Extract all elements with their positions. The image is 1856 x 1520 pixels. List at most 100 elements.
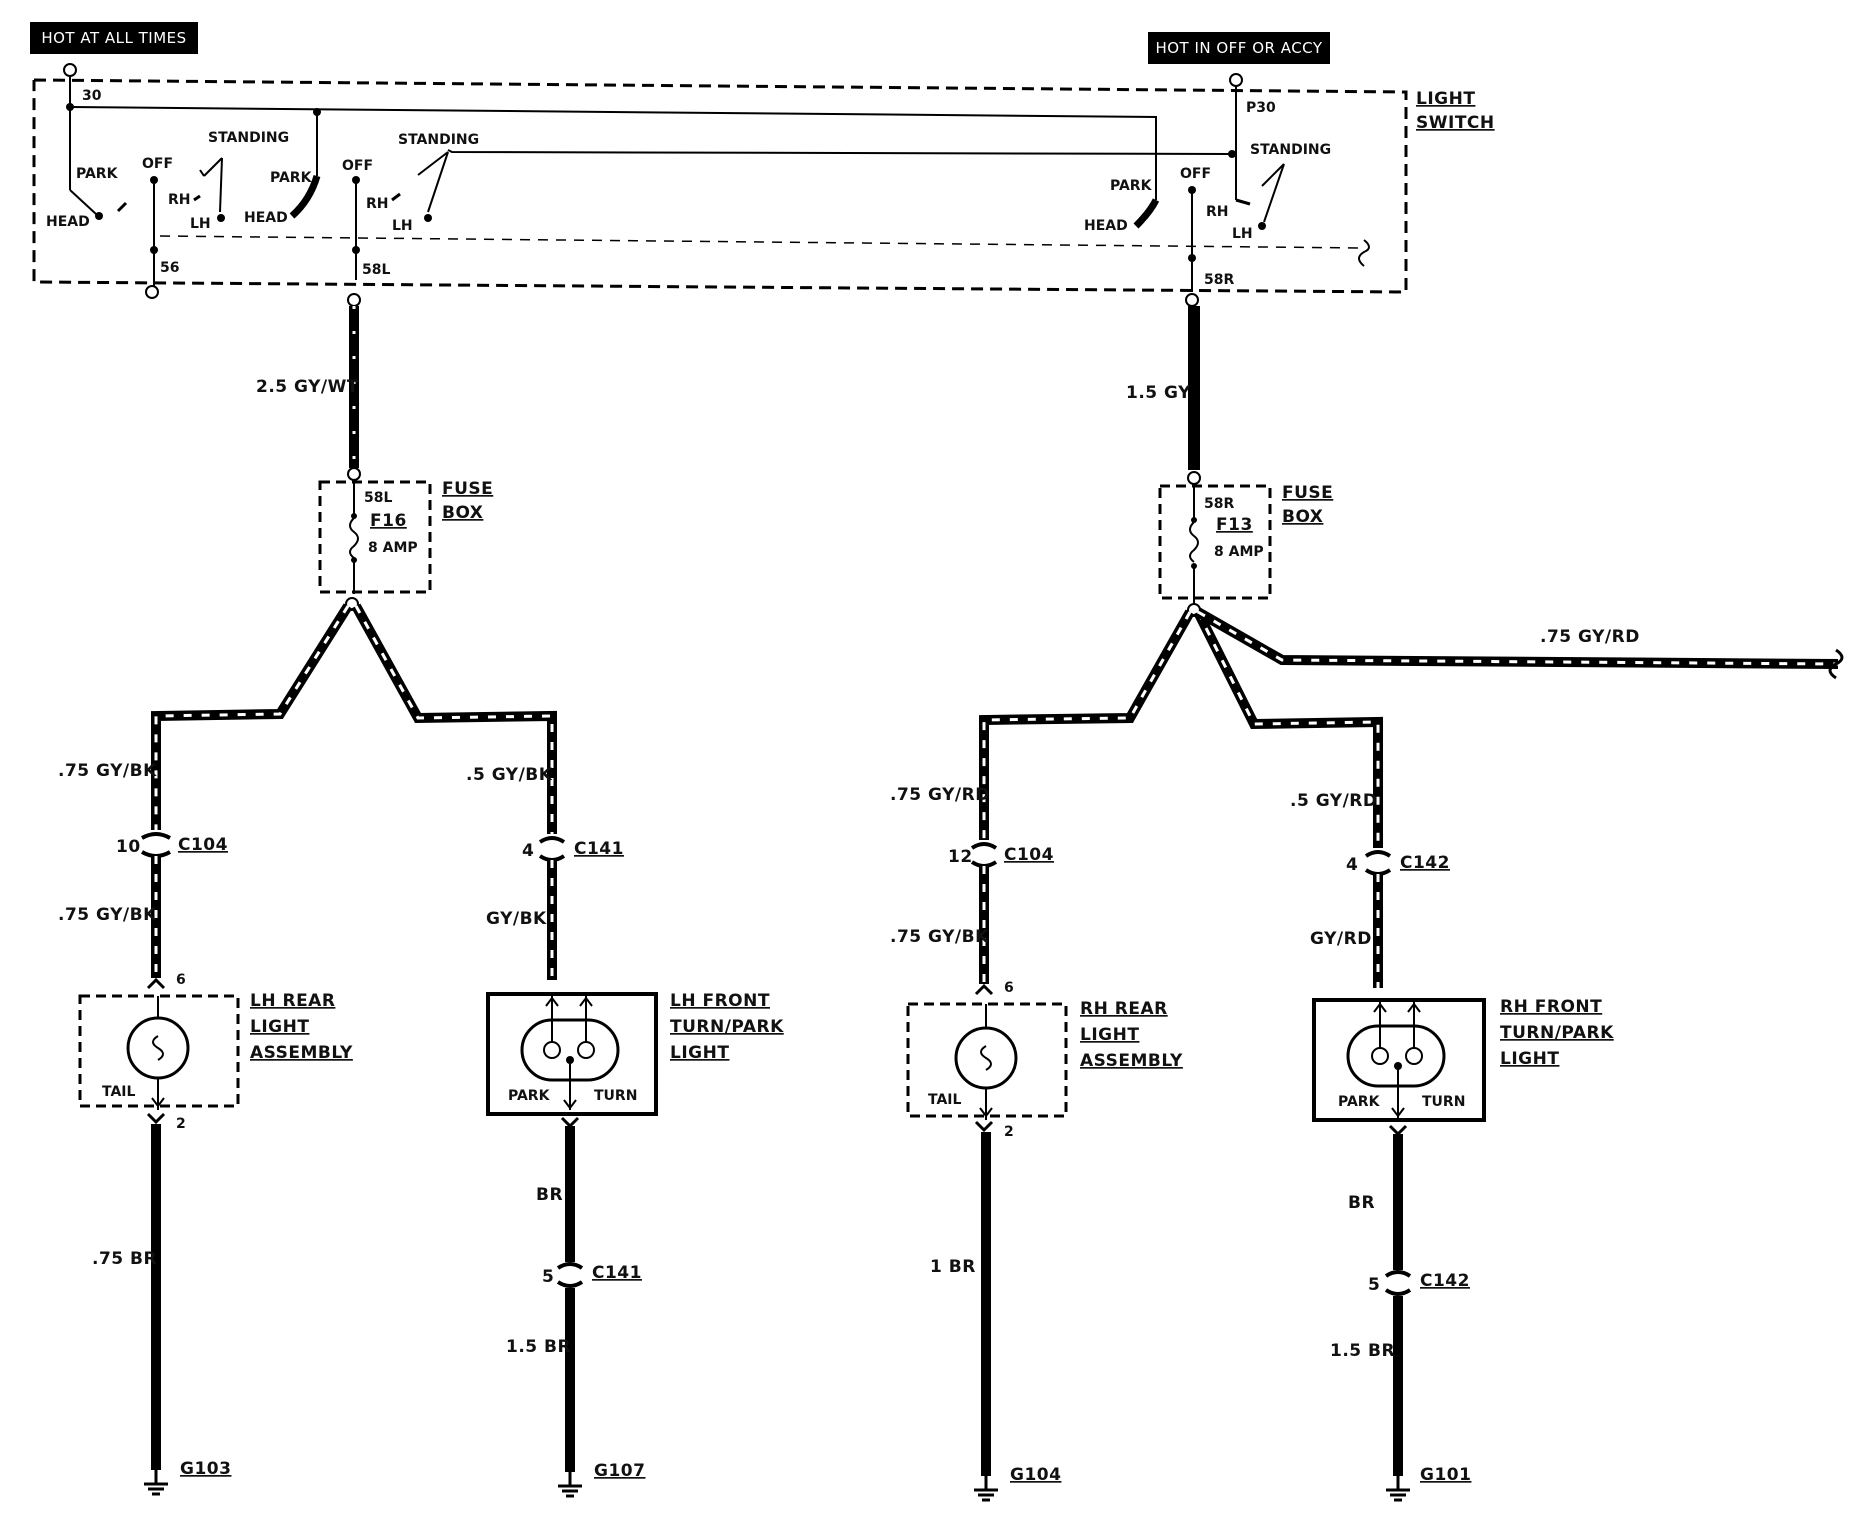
lh-front-branch: .5 GY/BK 4 C141 GY/BK PARK TURN LH FRONT…: [466, 765, 784, 1498]
rh-front-conn2-pin: 5: [1368, 1275, 1380, 1295]
lh-front-title1: LH FRONT: [670, 991, 770, 1011]
light-switch-title-line2: SWITCH: [1416, 113, 1495, 133]
hot-at-all-times-label: HOT AT ALL TIMES: [41, 29, 186, 47]
sw2-head-label: HEAD: [244, 210, 288, 226]
term-30-label: 30: [82, 88, 102, 104]
left-branch-wires: [151, 603, 557, 834]
lh-front-conn-label: C141: [574, 839, 624, 859]
rh-front-conn-label: C142: [1400, 853, 1450, 873]
bus-line-top: [69, 106, 1157, 200]
hot-in-off-or-accy-label: HOT IN OFF OR ACCY: [1155, 39, 1322, 57]
lh-front-ground-wire-label: 1.5 BR: [506, 1337, 571, 1357]
right-fuse-name: F13: [1216, 515, 1253, 535]
rh-rear-conn-label: C104: [1004, 845, 1054, 865]
hot-at-all-times-banner: HOT AT ALL TIMES: [30, 22, 198, 54]
term-p30-label: P30: [1246, 100, 1276, 116]
rh-front-ground-wire-label: 1.5 BR: [1330, 1341, 1395, 1361]
sw3-park-label: PARK: [1110, 178, 1153, 194]
lh-rear-wire-mid-label: .75 GY/BK: [58, 905, 157, 925]
sw2-lh-label: LH: [392, 218, 413, 234]
sw1-rh-label: RH: [168, 192, 191, 208]
switch-mechanical-link: [159, 235, 1365, 249]
term-58r-label: 58R: [1204, 272, 1234, 288]
rh-front-title2: TURN/PARK: [1500, 1023, 1614, 1043]
lh-front-title2: TURN/PARK: [670, 1017, 784, 1037]
rh-rear-pin-out: 2: [1004, 1124, 1014, 1140]
light-switch-box: LIGHT SWITCH: [32, 78, 1495, 294]
switch-section-56: PARK OFF HEAD STANDING RH LH 56: [46, 130, 289, 299]
right-branch-wires: .75 GY/RD: [979, 607, 1844, 848]
left-feed-wire-label: 2.5 GY/WT: [256, 377, 359, 397]
terminal-30: 30: [63, 63, 102, 190]
sw2-rh-label: RH: [366, 196, 389, 212]
rh-front-title3: LIGHT: [1500, 1049, 1559, 1069]
rh-rear-wire-top-label: .75 GY/RD: [890, 785, 990, 805]
sw3-rh-label: RH: [1206, 204, 1229, 220]
sw1-head-label: HEAD: [46, 214, 90, 230]
lh-front-title3: LIGHT: [670, 1043, 729, 1063]
rh-rear-title1: RH REAR: [1080, 999, 1168, 1019]
rh-front-branch: .5 GY/RD 4 C142 GY/RD PARK TURN RH FRONT…: [1290, 791, 1614, 1502]
left-fuse-name: F16: [370, 511, 407, 531]
right-feed-wire: 1.5 GY: [1126, 306, 1201, 485]
left-fuse-rating: 8 AMP: [368, 540, 418, 556]
rh-front-park-label: PARK: [1338, 1094, 1381, 1110]
rh-rear-title3: ASSEMBLY: [1080, 1051, 1183, 1071]
rh-front-title1: RH FRONT: [1500, 997, 1602, 1017]
left-fuse-box: 58L F16 8 AMP FUSE BOX: [318, 479, 493, 594]
sw3-standing-label: STANDING: [1250, 142, 1331, 158]
right-fuse-box: 58R F13 8 AMP FUSE BOX: [1158, 483, 1333, 604]
rh-front-turn-label: TURN: [1422, 1094, 1465, 1110]
light-switch-title-line1: LIGHT: [1416, 89, 1475, 109]
rh-rear-wire-mid-label: .75 GY/BK: [890, 927, 989, 947]
rh-rear-pin-in: 6: [1004, 980, 1014, 996]
g103-label: G103: [180, 1459, 231, 1479]
left-feed-wire: 2.5 GY/WT: [256, 293, 361, 481]
rh-front-conn-pin: 4: [1346, 855, 1358, 875]
term-56-label: 56: [160, 260, 179, 276]
sw1-lh-label: LH: [190, 216, 211, 232]
rh-rear-ground-wire-label: 1 BR: [930, 1257, 976, 1277]
bus-line-standing: [447, 149, 1237, 156]
switch-section-58r: P30 PARK OFF HEAD STANDING RH LH 58R: [1084, 73, 1331, 307]
right-feed-wire-label: 1.5 GY: [1126, 383, 1191, 403]
lh-rear-ground-wire-label: .75 BR: [92, 1249, 157, 1269]
sw1-off-label: OFF: [142, 156, 173, 172]
right-fuse-title1: FUSE: [1282, 483, 1333, 503]
lh-front-turn-label: TURN: [594, 1088, 637, 1104]
g104-label: G104: [1010, 1465, 1061, 1485]
lh-front-conn-pin: 4: [522, 841, 534, 861]
lh-rear-title1: LH REAR: [250, 991, 335, 1011]
lh-rear-title2: LIGHT: [250, 1017, 309, 1037]
right-fuse-rating: 8 AMP: [1214, 544, 1264, 560]
lh-front-wire-top-label: .5 GY/BK: [466, 765, 553, 785]
sw3-head-label: HEAD: [1084, 218, 1128, 234]
sw2-standing-label: STANDING: [398, 132, 479, 148]
hot-in-off-or-accy-banner: HOT IN OFF OR ACCY: [1148, 32, 1330, 64]
lh-rear-bulb-label: TAIL: [102, 1084, 136, 1100]
sw3-lh-label: LH: [1232, 226, 1253, 242]
lh-front-conn2-pin: 5: [542, 1267, 554, 1287]
rh-front-wire-top-label: .5 GY/RD: [1290, 791, 1378, 811]
lh-rear-branch: .75 GY/BK 10 C104 .75 GY/BK 6 TAIL LH RE…: [58, 761, 353, 1496]
g107-label: G107: [594, 1461, 645, 1481]
right-fuse-title2: BOX: [1282, 507, 1323, 527]
right-branch-wire-label: .75 GY/RD: [1540, 627, 1640, 647]
rh-rear-title2: LIGHT: [1080, 1025, 1139, 1045]
rh-rear-branch: .75 GY/RD 12 C104 .75 GY/BK 6 TAIL RH RE…: [890, 785, 1183, 1502]
sw1-standing-label: STANDING: [208, 130, 289, 146]
rh-front-wire-br-label: BR: [1348, 1193, 1375, 1213]
rh-front-wire-mid-label: GY/RD: [1310, 929, 1372, 949]
right-fuse-term-label: 58R: [1204, 496, 1234, 512]
sw3-off-label: OFF: [1180, 166, 1211, 182]
g101-label: G101: [1420, 1465, 1471, 1485]
lh-rear-pin-out: 2: [176, 1116, 186, 1132]
sw2-off-label: OFF: [342, 158, 373, 174]
rh-rear-conn-pin: 12: [948, 847, 973, 867]
left-fuse-term-label: 58L: [364, 490, 392, 506]
term-58l-label: 58L: [362, 262, 390, 278]
rh-rear-bulb-label: TAIL: [928, 1092, 962, 1108]
lh-rear-pin-in: 6: [176, 972, 186, 988]
lh-rear-title3: ASSEMBLY: [250, 1043, 353, 1063]
